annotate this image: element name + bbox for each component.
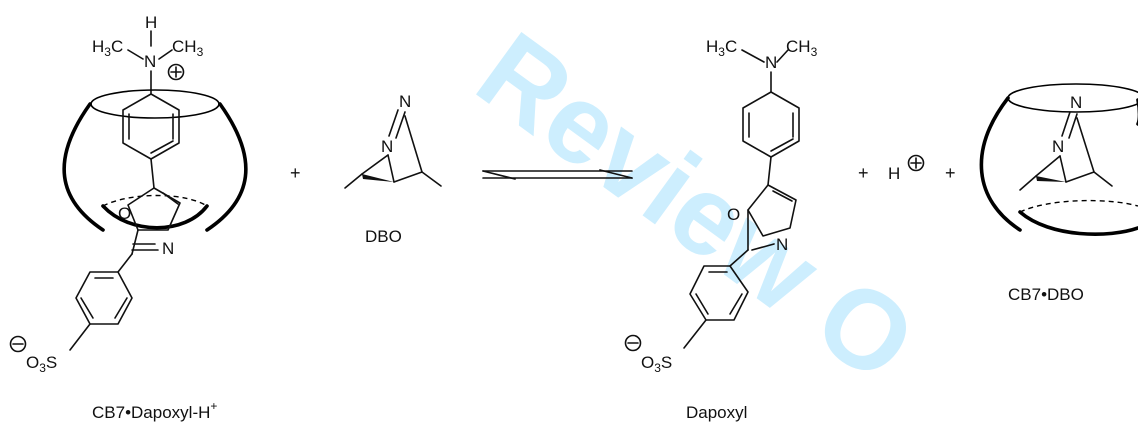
dapoxyl-phenyl-upper bbox=[742, 91, 800, 158]
circled-minus-icon-dap bbox=[624, 334, 642, 352]
oxazole-ring bbox=[127, 187, 181, 231]
plus-sign-1: + bbox=[290, 163, 301, 183]
circled-minus-icon bbox=[9, 335, 27, 353]
phenyl-ring-lower bbox=[75, 271, 133, 325]
proton-h: H bbox=[888, 164, 900, 183]
cage-top-rim bbox=[90, 89, 220, 119]
caption-dbo: DBO bbox=[365, 227, 402, 246]
atom-n-ammonium: N bbox=[144, 52, 156, 71]
cage-right-wall bbox=[205, 102, 248, 232]
sulfonate-left: O3S bbox=[26, 353, 57, 375]
methyl-dap-right: CH3 bbox=[786, 37, 818, 59]
plus-sign-3: + bbox=[945, 163, 956, 183]
dapoxyl-oxazole bbox=[747, 184, 797, 237]
methyl-dap-left: H3C bbox=[706, 37, 737, 59]
caption-complex-left: CB7•Dapoxyl-H+ bbox=[92, 399, 217, 422]
atom-n-dap-ring: N bbox=[776, 235, 788, 254]
watermark: Review O bbox=[456, 8, 937, 405]
watermark-text: Review O bbox=[456, 8, 937, 405]
cage2-bottom-rim-front bbox=[1018, 210, 1138, 236]
atom-h-top: H bbox=[145, 13, 157, 32]
complex-cb7-dbo: N N CB7•DBO bbox=[979, 83, 1138, 304]
molecule-dbo: N N DBO bbox=[344, 92, 442, 246]
equilibrium-arrows-icon bbox=[482, 169, 633, 180]
atom-n-dbo-top: N bbox=[399, 92, 411, 111]
circled-plus-icon bbox=[167, 63, 185, 81]
atom-o-oxazole: O bbox=[118, 204, 131, 223]
atom-n-dap: N bbox=[765, 53, 777, 72]
plus-sign-2: + bbox=[858, 163, 869, 183]
phenyl-ring-upper bbox=[122, 93, 180, 160]
cage-left-wall bbox=[62, 102, 105, 232]
cage2-left-wall bbox=[979, 96, 1022, 232]
atom-o-dap: O bbox=[727, 205, 740, 224]
cage2-bottom-rim-back bbox=[1019, 199, 1138, 213]
methyl-right: CH3 bbox=[172, 37, 204, 59]
complex-cb7-dapoxyl-h: H N H3C CH3 O N bbox=[9, 13, 248, 422]
caption-dapoxyl: Dapoxyl bbox=[686, 403, 747, 422]
cage-bottom-rim-front bbox=[101, 204, 209, 230]
caption-cb7-dbo: CB7•DBO bbox=[1008, 285, 1084, 304]
molecule-dapoxyl: H3C CH3 N O N O3S Dapoxyl bbox=[624, 37, 818, 422]
atom-n-dbo-bottom: N bbox=[381, 137, 393, 156]
circled-plus-icon-proton bbox=[907, 154, 925, 172]
atom-n-cb7dbo-top: N bbox=[1070, 93, 1082, 112]
cage-bottom-rim-back bbox=[102, 194, 208, 207]
atom-n-cb7dbo-bottom: N bbox=[1052, 137, 1064, 156]
sulfonate-dap: O3S bbox=[641, 353, 672, 375]
methyl-left: H3C bbox=[92, 37, 123, 59]
atom-n-oxazole: N bbox=[162, 239, 174, 258]
